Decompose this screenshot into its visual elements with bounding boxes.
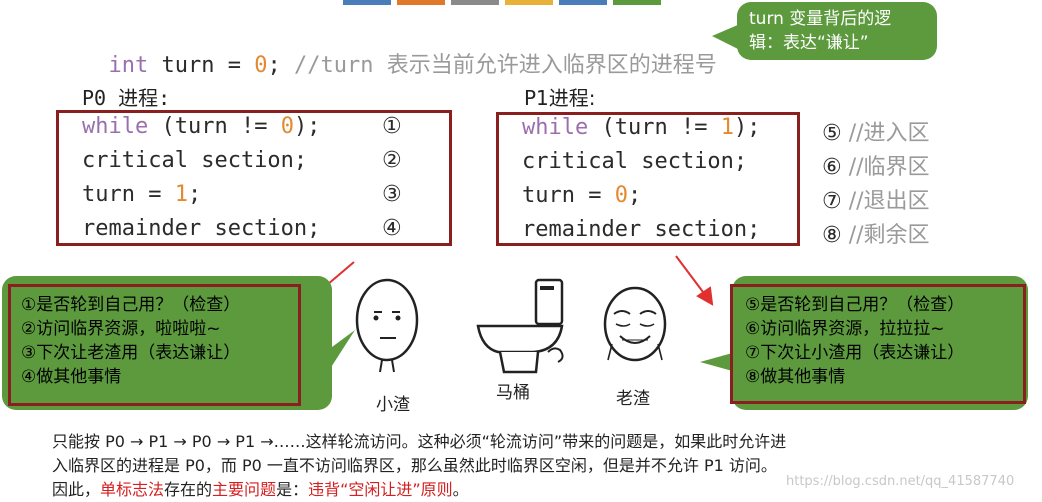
single-flag-method-term: 单标志法 [100, 480, 165, 499]
p1-marker-8: ⑧ //剩余区 [822, 217, 930, 249]
xiaozha-label: 小渣 [376, 395, 410, 415]
p1-marker-7: ⑦ //退出区 [822, 183, 930, 215]
toilet-icon [476, 278, 564, 374]
p1-while-keyword: while [522, 115, 589, 140]
top-strip-orange [397, 0, 445, 5]
laozha-label: 老渣 [616, 389, 650, 409]
top-strip-blue [343, 0, 391, 5]
declaration-name: turn [161, 53, 215, 78]
right-note-line-4: ⑧做其他事情 [745, 367, 846, 387]
p1-title: P1进程: [524, 86, 596, 110]
declaration-semicolon: ; [267, 53, 281, 78]
p1-marker-7-num: ⑦ [822, 189, 842, 214]
p1-marker-8-num: ⑧ [822, 223, 842, 248]
p1-line-3: turn = 0; [522, 183, 641, 208]
top-strip-gray [451, 0, 499, 5]
explanation-line-3: 因此，单标志法存在的主要问题是：违背“空闲让进”原则。 [52, 478, 469, 502]
right-note-line-2: ⑥访问临界资源，拉拉拉~ [745, 319, 945, 339]
p1-marker-6: ⑥ //临界区 [822, 149, 930, 181]
p0-line-1: while (turn != 0); [82, 114, 320, 139]
p1-line-4: remainder section; [522, 217, 761, 242]
p0-line-3: turn = 1; [82, 182, 201, 207]
right-arrow [675, 255, 714, 306]
p1-marker-5-num: ⑤ [822, 121, 842, 146]
p0-line-1-num: 0 [280, 114, 294, 139]
callout-line-2: 辑：表达“谦让” [749, 33, 869, 53]
explanation-line-1: 只能按 P0 → P1 → P0 → P1 →……这样轮流访问。这种必须“轮流访… [52, 432, 787, 451]
p1-line-2: critical section; [522, 149, 748, 174]
top-strip-yellow [505, 0, 553, 5]
csdn-watermark: https://blog.csdn.net/qq_41587740 [786, 474, 1015, 489]
top-strip-green [613, 0, 661, 5]
p0-line-3-post: ; [187, 182, 202, 207]
critical-section-comment: //临界区 [848, 155, 930, 180]
turn-declaration: int turn = 0; //turn 表示当前允许进入临界区的进程号 [82, 22, 717, 79]
right-note-tail [700, 352, 736, 372]
entry-section-comment: //进入区 [848, 121, 930, 146]
left-note-line-4: ④做其他事情 [21, 367, 122, 387]
p1-line-3-pre: turn = [522, 183, 615, 208]
p0-line-1-post: ); [293, 114, 321, 139]
declaration-keyword: int [108, 53, 149, 78]
p0-line-4: remainder section; [82, 216, 321, 241]
explanation-line-2: 入临界区的进程是 P0，而 P0 一直不访问临界区，那么虽然此时临界区空闲，但是… [52, 456, 777, 475]
declaration-comment: //turn 表示当前允许进入临界区的进程号 [293, 53, 717, 78]
p0-marker-2: ② [382, 148, 402, 173]
right-note-line-3: ⑦下次让小渣用（表达谦让） [745, 343, 965, 363]
left-note-tail [328, 330, 355, 372]
p1-line-1-pre: (turn != [588, 115, 721, 140]
p0-marker-3: ③ [382, 182, 402, 207]
turn-logic-callout: turn 变量背后的逻 辑：表达“谦让” [737, 2, 937, 60]
conclusion-mid-2: 是： [276, 480, 309, 499]
p1-line-1: while (turn != 1); [522, 115, 760, 140]
violated-principle: 违背“空闲让进”原则 [308, 480, 453, 499]
p0-line-3-pre: turn = [82, 182, 175, 207]
p0-line-2: critical section; [82, 148, 308, 173]
p0-line-1-pre: (turn != [148, 114, 281, 139]
remainder-section-comment: //剩余区 [848, 223, 930, 248]
p1-marker-6-num: ⑥ [822, 155, 842, 180]
left-note-line-2: ②访问临界资源，啦啦啦~ [21, 319, 221, 339]
left-note-line-3: ③下次让老渣用（表达谦让） [21, 343, 241, 363]
right-note-line-1: ⑤是否轮到自己用？（检查） [745, 295, 965, 315]
left-note-box: ①是否轮到自己用？（检查） ②访问临界资源，啦啦啦~ ③下次让老渣用（表达谦让）… [8, 284, 301, 406]
toilet-label: 马桶 [496, 383, 530, 403]
main-problem-term: 主要问题 [212, 480, 277, 499]
p0-line-3-num: 1 [174, 182, 188, 207]
p0-title: P0 进程: [82, 86, 171, 110]
declaration-op: = [227, 53, 241, 78]
callout-line-1: turn 变量背后的逻 [749, 9, 892, 29]
exit-section-comment: //退出区 [848, 189, 930, 214]
left-note-line-1: ①是否轮到自己用？（检查） [21, 295, 241, 315]
right-note-box: ⑤是否轮到自己用？（检查） ⑥访问临界资源，拉拉拉~ ⑦下次让小渣用（表达谦让）… [730, 284, 1026, 404]
p0-code-box [56, 110, 452, 246]
xiaozha-face-icon [355, 278, 419, 373]
conclusion-period: 。 [452, 480, 469, 499]
declaration-value: 0 [254, 53, 268, 78]
laozha-face-icon [603, 286, 667, 362]
p1-code-box [496, 112, 800, 246]
top-strip-blue-2 [559, 0, 607, 5]
p1-line-3-num: 0 [614, 183, 628, 208]
p0-while-keyword: while [82, 114, 149, 139]
p1-line-1-num: 1 [720, 115, 734, 140]
conclusion-mid-1: 存在的 [164, 480, 213, 499]
p1-marker-5: ⑤ //进入区 [822, 115, 930, 147]
conclusion-prefix: 因此， [52, 480, 101, 499]
callout-pointer [712, 24, 740, 50]
p1-line-3-post: ; [627, 183, 642, 208]
p1-line-1-post: ); [733, 115, 761, 140]
p0-marker-1: ① [382, 114, 402, 139]
p0-marker-4: ④ [382, 216, 402, 241]
